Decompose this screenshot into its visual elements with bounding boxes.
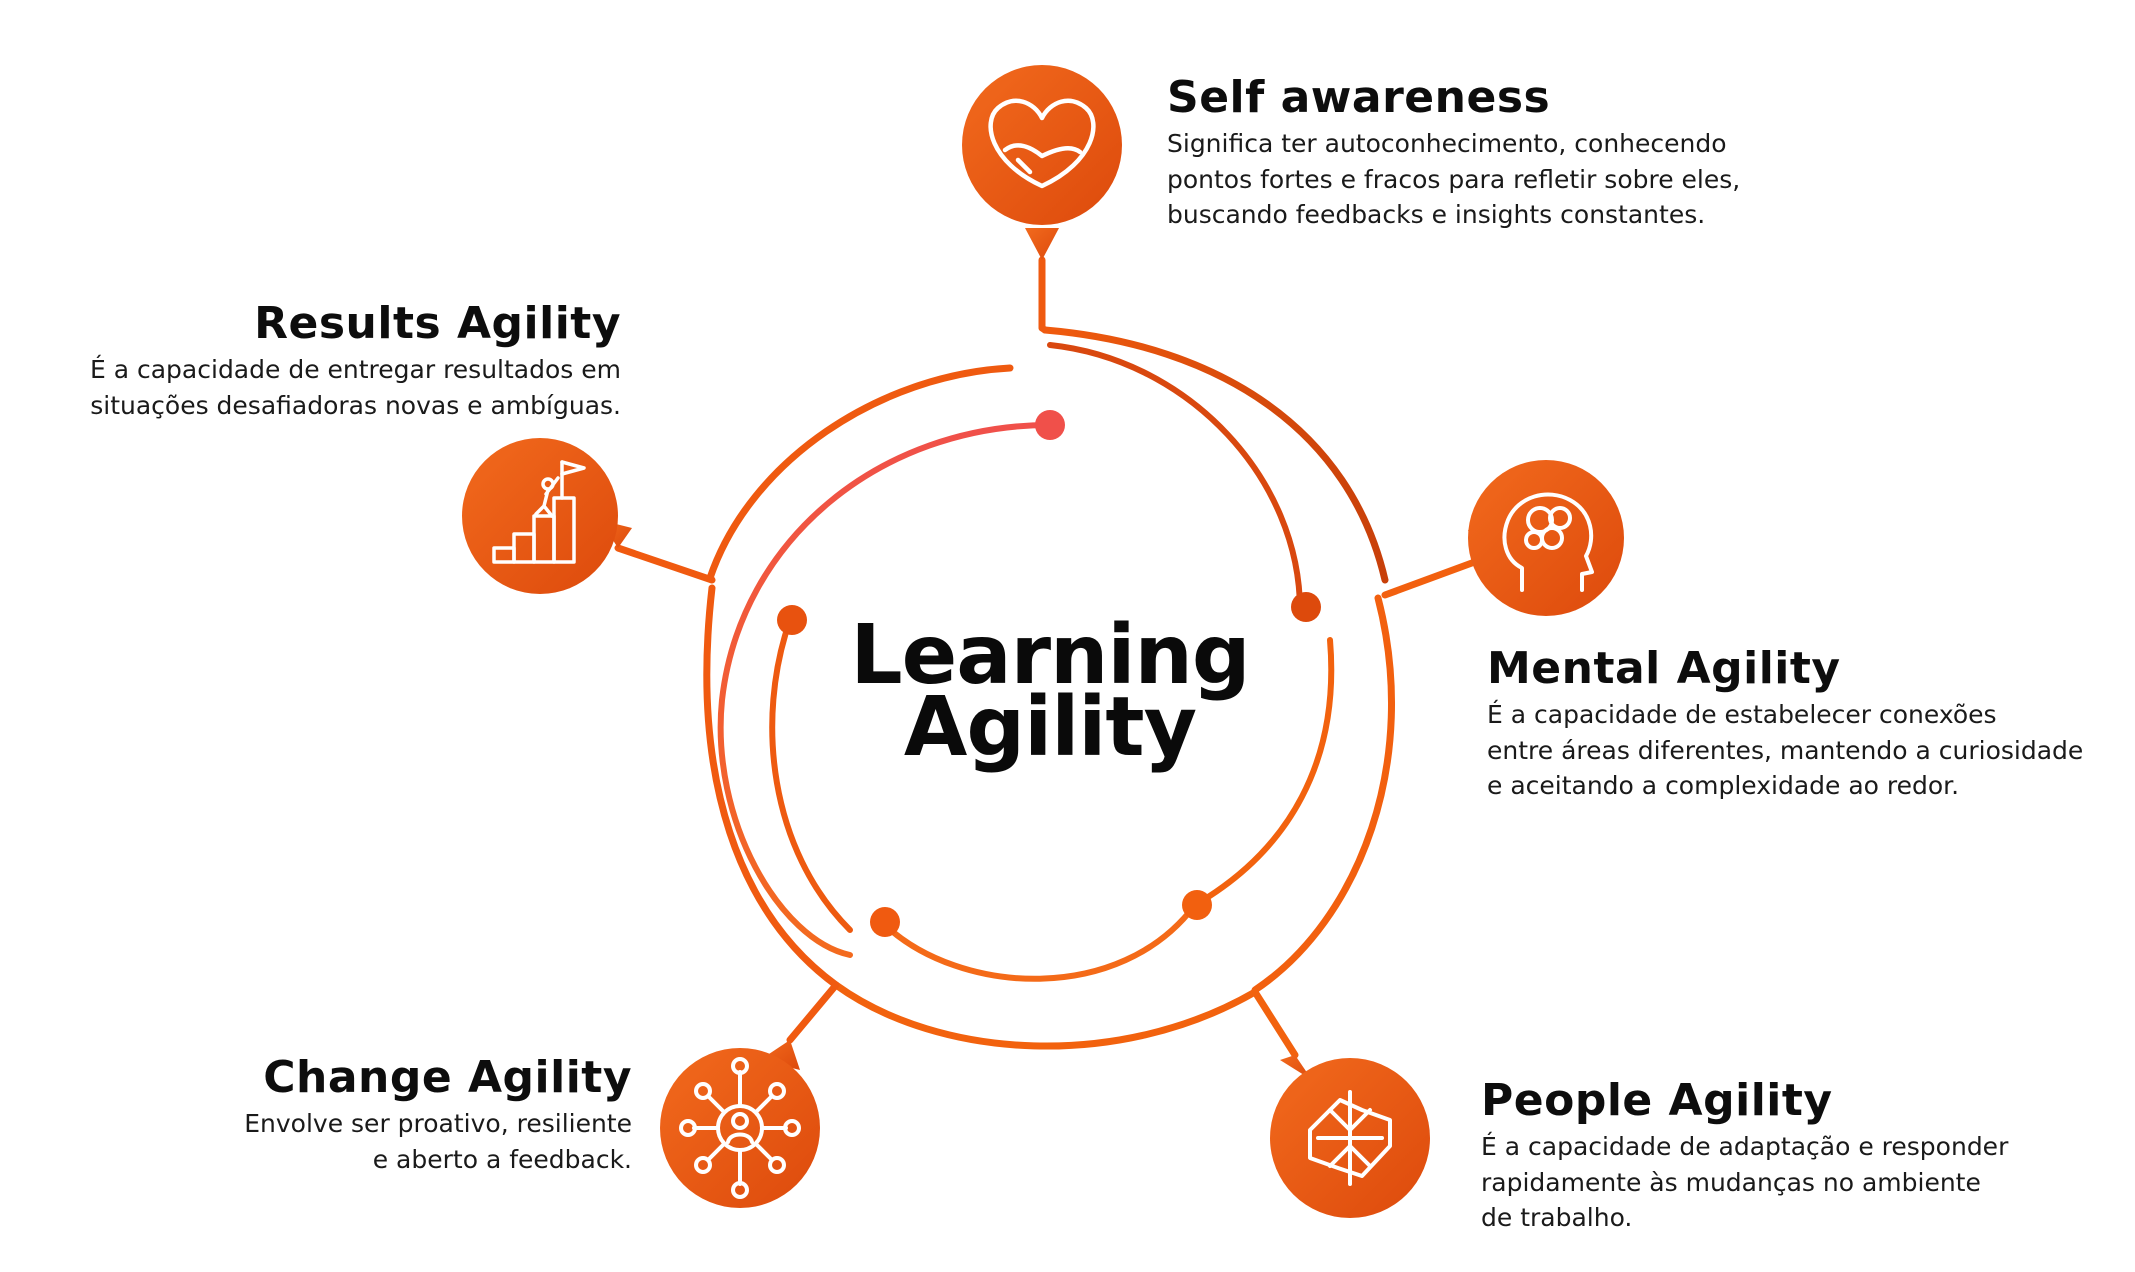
pin-change-agility: [660, 1040, 820, 1208]
outer-arc-lowerleft: [703, 584, 840, 989]
node-title: Change Agility: [263, 1052, 632, 1103]
node-title: Results Agility: [254, 298, 621, 349]
dot-red: [1035, 410, 1065, 440]
pin-self-awareness: [962, 65, 1122, 260]
node-text: Significa ter autoconhecimento, conhecen…: [1167, 129, 1741, 229]
outer-arc-left: [706, 364, 1014, 582]
node-title: People Agility: [1481, 1075, 1833, 1126]
node-self-awareness: Self awareness Significa ter autoconheci…: [1167, 72, 1807, 233]
dot-bottom: [870, 907, 900, 937]
outer-arc-right: [1251, 594, 1395, 994]
network-person-icon: [679, 1057, 801, 1199]
hands-together-icon: [1308, 1090, 1392, 1186]
node-text: É a capacidade de adaptação e responder …: [1481, 1132, 2009, 1232]
outer-ring: [703, 326, 1395, 1050]
inner-arc-bottom: [882, 902, 1198, 982]
dot-lower-right: [1182, 890, 1212, 920]
node-title: Mental Agility: [1487, 643, 1841, 694]
pin-people-agility: [1270, 1055, 1430, 1218]
node-people-agility: People Agility É a capacidade de adaptaç…: [1481, 1075, 2101, 1236]
node-change-agility: Change Agility Envolve ser proativo, res…: [180, 1052, 632, 1177]
pin-results-agility: [462, 438, 632, 594]
node-text: É a capacidade de entregar resultados em…: [89, 355, 621, 420]
inner-arc-mid-right: [1192, 637, 1335, 908]
outer-arc-bottom: [832, 981, 1259, 1050]
icon-pins: [462, 65, 1624, 1218]
pin-mental-agility: [1468, 460, 1624, 616]
node-results-agility: Results Agility É a capacidade de entreg…: [40, 298, 621, 423]
node-mental-agility: Mental Agility É a capacidade de estabel…: [1487, 643, 2127, 804]
node-text: Envolve ser proativo, resiliente e abert…: [244, 1109, 632, 1174]
inner-arc-top: [717, 422, 1053, 958]
node-text: É a capacidade de estabelecer conexões e…: [1487, 700, 2084, 800]
node-title: Self awareness: [1167, 72, 1551, 123]
inner-arc-left: [769, 617, 853, 933]
heart-hug-icon: [988, 98, 1096, 189]
inner-ring: [717, 342, 1335, 982]
outer-arc-top: [1041, 326, 1389, 584]
dot-right: [1291, 592, 1321, 622]
connectors: [614, 256, 1484, 1059]
brain-head-icon: [1502, 492, 1594, 592]
ring-dots: [777, 410, 1321, 937]
center-title: Learning Agility: [850, 608, 1250, 775]
dot-left: [777, 605, 807, 635]
inner-arc-right: [1047, 342, 1303, 613]
climb-flag-icon: [492, 460, 586, 564]
